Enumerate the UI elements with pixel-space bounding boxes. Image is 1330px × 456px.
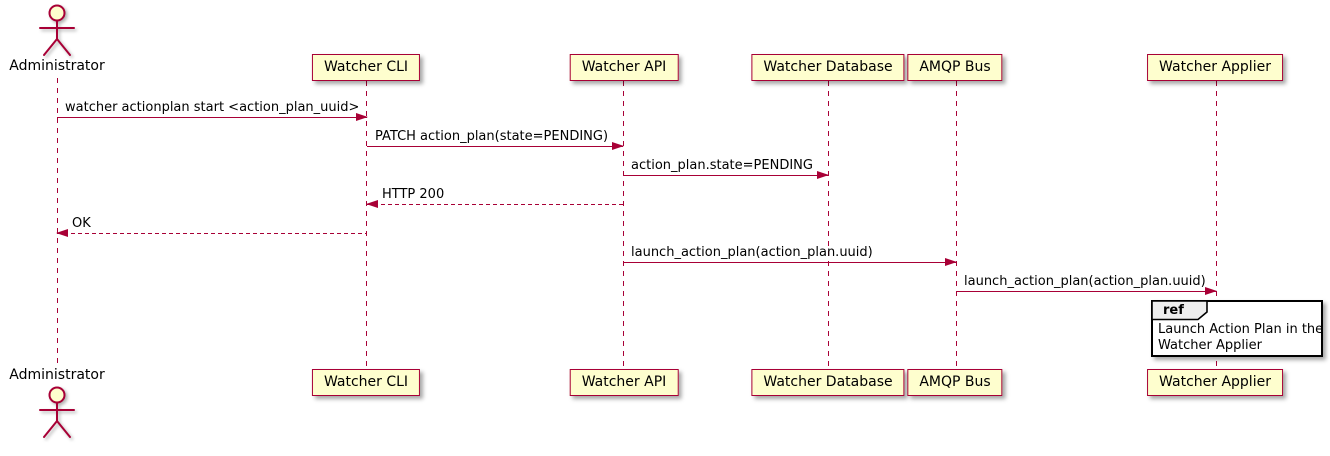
participant-watcher-database-bottom: Watcher Database [751, 369, 905, 396]
lifeline-administrator [56, 78, 58, 367]
actor-label-bottom: Administrator [9, 367, 105, 383]
message-label: action_plan.state=PENDING [631, 158, 813, 173]
message-line [956, 291, 1216, 292]
participant-watcher-applier-top: Watcher Applier [1147, 54, 1283, 81]
arrowhead-right-icon [817, 171, 829, 179]
participant-amqp-bus-top: AMQP Bus [907, 54, 1003, 81]
participant-watcher-api-bottom: Watcher API [569, 369, 679, 396]
message-label: launch_action_plan(action_plan.uuid) [964, 274, 1206, 289]
ref-text-line-2: Watcher Applier [1158, 338, 1262, 353]
arrowhead-right-icon [356, 113, 368, 121]
message-start-actionplan: watcher actionplan start <action_plan_uu… [57, 100, 368, 122]
actor-icon [39, 4, 75, 56]
message-label: launch_action_plan(action_plan.uuid) [631, 245, 873, 260]
message-line [57, 233, 367, 234]
lifeline-watcher-cli [366, 81, 367, 369]
participant-watcher-applier-bottom: Watcher Applier [1147, 369, 1283, 396]
ref-fragment: ref Launch Action Plan in the Watcher Ap… [1151, 300, 1323, 357]
message-label: watcher actionplan start <action_plan_uu… [65, 100, 360, 115]
participant-watcher-database-top: Watcher Database [751, 54, 905, 81]
message-state-pending: action_plan.state=PENDING [623, 158, 829, 180]
message-line [57, 117, 367, 118]
participant-watcher-api-top: Watcher API [569, 54, 679, 81]
participant-amqp-bus-bottom: AMQP Bus [907, 369, 1003, 396]
arrowhead-right-icon [945, 258, 957, 266]
message-launch-to-amqp: launch_action_plan(action_plan.uuid) [623, 245, 957, 267]
message-ok: OK [56, 216, 367, 238]
actor-icon [39, 386, 75, 438]
message-line [367, 146, 623, 147]
actor-label-top: Administrator [9, 58, 105, 74]
ref-keyword: ref [1163, 303, 1184, 318]
arrowhead-left-icon [366, 200, 378, 208]
message-label: OK [72, 216, 91, 231]
arrowhead-right-icon [1205, 287, 1217, 295]
participant-watcher-cli-top: Watcher CLI [311, 54, 421, 81]
lifeline-watcher-database [828, 81, 829, 369]
message-label: HTTP 200 [382, 187, 445, 202]
message-line [623, 175, 828, 176]
message-launch-to-applier: launch_action_plan(action_plan.uuid) [956, 274, 1217, 296]
arrowhead-right-icon [612, 142, 624, 150]
message-label: PATCH action_plan(state=PENDING) [375, 129, 609, 144]
lifeline-watcher-applier [1215, 81, 1217, 369]
ref-text-line-1: Launch Action Plan in the [1158, 322, 1324, 337]
lifeline-amqp-bus [955, 81, 957, 369]
message-line [623, 262, 956, 263]
arrowhead-left-icon [56, 229, 68, 237]
participant-watcher-cli-bottom: Watcher CLI [311, 369, 421, 396]
message-line [367, 204, 623, 205]
message-patch-action-plan: PATCH action_plan(state=PENDING) [367, 129, 624, 151]
message-http-200: HTTP 200 [366, 187, 623, 209]
ref-tab-icon [1151, 300, 1208, 321]
lifeline-watcher-api [623, 81, 624, 369]
